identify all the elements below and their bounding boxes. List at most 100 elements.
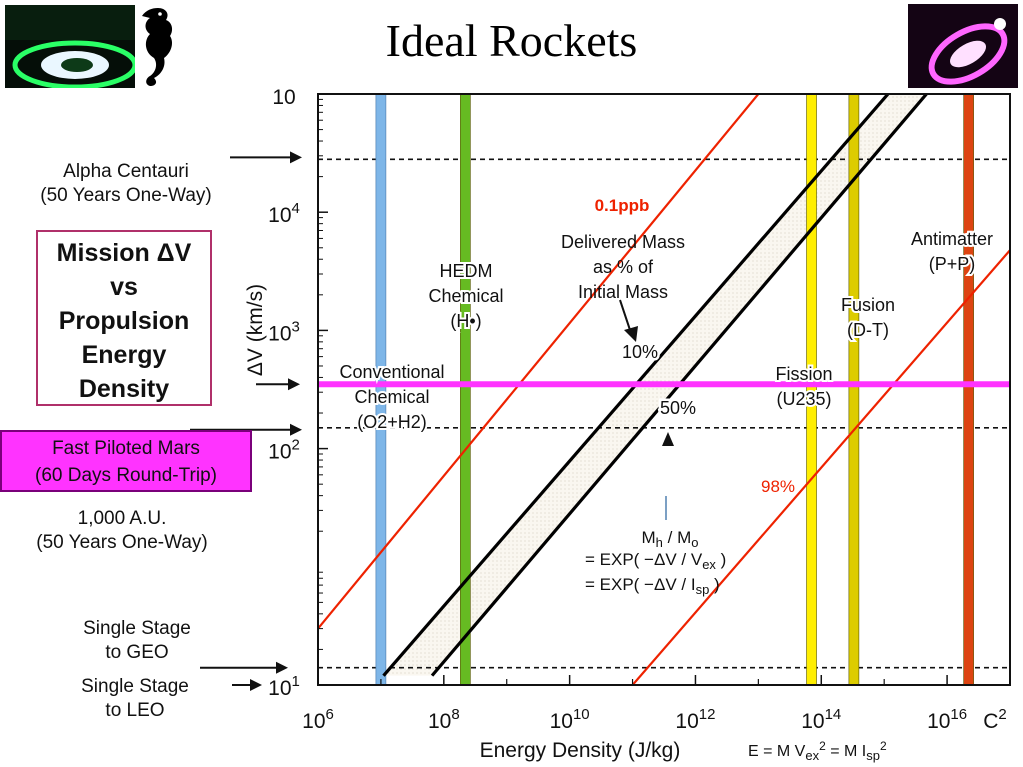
leo-label: Single Stage to LEO (50, 675, 220, 723)
energy-band-label: (P+P) (929, 254, 976, 274)
arrow-fast-mars-head (288, 378, 300, 391)
left-plasma-ring-image (5, 5, 135, 88)
mission-box-line1: Mission ΔV (56, 239, 192, 267)
label-10-percent: 10% (622, 342, 658, 362)
x-tick-label: 1010 (550, 706, 590, 733)
x-tick-label-base: 10 (927, 710, 950, 733)
mass-fraction-line-3 (631, 248, 1010, 685)
formula-line1: Mh / Mo (642, 528, 699, 550)
mission-box-line5: Density (78, 375, 170, 403)
y-tick-label: 102 (268, 437, 300, 464)
arrow-10-head (624, 326, 638, 342)
energy-band-label: (U235) (776, 389, 831, 409)
y-tick-label-base: 10 (268, 204, 291, 227)
x-tick-label-base: 10 (801, 710, 824, 733)
mission-dv-box: Mission ΔV vs Propulsion Energy Density (36, 230, 212, 406)
x-tick-label-exp: 14 (825, 706, 842, 723)
energy-band-label: Chemical (354, 387, 429, 407)
ef-sup-2b: 2 (880, 739, 887, 753)
x-tick-label-base: 10 (428, 710, 451, 733)
energy-band-label: Fusion (841, 295, 895, 315)
formula-exp1: = EXP( −ΔV / V (585, 550, 703, 569)
x-tick-label-exp: 6 (326, 706, 334, 723)
formula-sub-sp: sp (696, 582, 710, 597)
formula-line3: = EXP( −ΔV / Isp ) (585, 575, 720, 597)
formula-sub-ex: ex (702, 557, 716, 572)
x-tick-label-exp: 10 (573, 706, 590, 723)
formula-sub-o: o (691, 535, 698, 550)
slide-title: Ideal Rockets (385, 15, 638, 66)
label-0-1ppb: 0.1ppb (595, 196, 650, 215)
alpha-centauri-line2: (50 Years One-Way) (40, 185, 212, 206)
au-1000-label: 1,000 A.U. (50 Years One-Way) (4, 507, 240, 555)
fast-mars-line2: (60 Days Round-Trip) (35, 465, 217, 486)
x-tick-label-exp: 16 (950, 706, 967, 723)
y-tick-label-exp: 1 (292, 673, 300, 690)
x-tick-label: 1012 (675, 706, 715, 733)
energy-band-label: Conventional (339, 362, 444, 382)
x-tick-label-base: 10 (550, 710, 573, 733)
au-1000-line2: (50 Years One-Way) (36, 532, 208, 553)
energy-band-antimatter (963, 94, 974, 685)
x-tick-label: 1014 (801, 706, 841, 733)
y-tick-label-exp: 3 (292, 318, 300, 335)
energy-band-label: HEDM (440, 261, 493, 281)
formula-close1: ) (716, 550, 726, 569)
arrow-1000-au-head (290, 423, 302, 436)
fast-mars-line1: Fast Piloted Mars (52, 438, 200, 459)
label-50-percent: 50% (660, 398, 696, 418)
y-tick-label-base: 10 (268, 322, 291, 345)
formula-m: M (642, 528, 656, 547)
energy-band-conventional (375, 94, 387, 685)
seahorse-logo (142, 8, 173, 86)
x-tick-label: 106 (302, 706, 334, 733)
alpha-centauri-line1: Alpha Centauri (63, 161, 189, 182)
ef-sup-2: 2 (819, 739, 826, 753)
leo-line2: to LEO (105, 700, 165, 721)
plot-frame (317, 93, 1011, 686)
energy-band-label: Antimatter (911, 229, 993, 249)
fast-mars-box: Fast Piloted Mars (60 Days Round-Trip) (0, 430, 252, 492)
x-tick-label: 108 (428, 706, 460, 733)
arrow-geo-head (276, 661, 288, 674)
x-tick-label-exp: 8 (451, 706, 459, 723)
y-tick-label-base: 10 (268, 677, 291, 700)
energy-band-hedm (460, 94, 471, 685)
mission-box-line2: vs (110, 273, 138, 301)
x-c2-label-exp: 2 (998, 706, 1006, 723)
formula-close2: ) (709, 575, 719, 594)
ef-sub-sp: sp (866, 748, 880, 763)
energy-band-fusion (848, 94, 860, 685)
x-axis-label: Energy Density (J/kg) (480, 739, 681, 762)
y-tick-label: 10 (272, 86, 295, 109)
arrow-50-head (662, 432, 674, 446)
x-tick-label-base: 10 (302, 710, 325, 733)
ef-e: E = M V (748, 743, 806, 760)
y-tick-label-exp: 4 (292, 200, 300, 217)
plot-area (318, 94, 1010, 685)
label-98-percent: 98% (761, 477, 795, 496)
right-plasma-ring-image (908, 4, 1018, 88)
energy-band-label: Fission (775, 364, 832, 384)
x-tick-label: 1016 (927, 706, 967, 733)
energy-formula: E = M Vex2 = M Isp2 (748, 739, 887, 763)
x-c2-label-base: C (983, 710, 998, 733)
ef-mid: = M I (826, 743, 866, 760)
y-tick-label-exp: 2 (292, 437, 300, 454)
formula-exp2: = EXP( −ΔV / I (585, 575, 696, 594)
y-tick-label: 101 (268, 673, 300, 700)
y-tick-label-base: 10 (268, 441, 291, 464)
energy-band-label: (D-T) (847, 320, 889, 340)
delivered-mass-label: as % of (593, 257, 654, 277)
arrow-leo-head (250, 679, 262, 691)
mission-box-line3: Propulsion (58, 307, 190, 335)
energy-band-label: (O2+H2) (357, 412, 427, 432)
arrow-alpha-centauri-head (290, 151, 302, 164)
energy-band-label: Chemical (428, 286, 503, 306)
au-1000-line1: 1,000 A.U. (77, 508, 167, 529)
energy-band-fission (806, 94, 817, 685)
formula-slash: / M (663, 528, 691, 547)
x-c2-label: C2 (983, 706, 1007, 733)
delivered-mass-label: Delivered Mass (561, 232, 685, 252)
